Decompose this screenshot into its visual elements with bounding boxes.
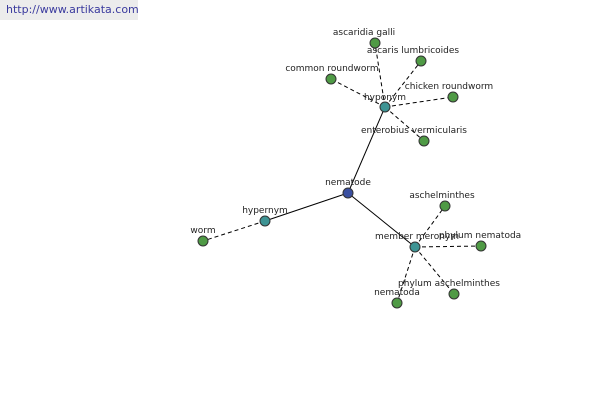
edge-member-meronym-phylum-nematoda	[414, 245, 482, 248]
label-worm[interactable]: worm	[190, 226, 215, 236]
node-hyponym[interactable]	[379, 101, 391, 113]
url-banner[interactable]: http://www.artikata.com	[0, 0, 139, 20]
label-nematode[interactable]: nematode	[325, 178, 371, 188]
graph-labels: nematode hyponym hypernym member meronym asc…	[190, 28, 521, 298]
edge-member-meronym-phylum-aschelminthes	[414, 246, 455, 295]
edge-hyponym-chicken-roundworm	[384, 96, 454, 108]
node-nematode[interactable]	[342, 187, 354, 199]
edge-hyponym-ascaris-lumbricoides	[384, 60, 422, 108]
label-common-roundworm[interactable]: common roundworm	[285, 64, 378, 74]
node-enterobius-vermicularis[interactable]	[418, 135, 430, 147]
node-ascaridia-galli[interactable]	[369, 37, 381, 49]
node-phylum-aschelminthes[interactable]	[448, 288, 460, 300]
edge-nematode-member-meronym	[347, 192, 416, 248]
node-chicken-roundworm[interactable]	[447, 91, 459, 103]
node-aschelminthes[interactable]	[439, 200, 451, 212]
node-hypernym[interactable]	[259, 215, 271, 227]
graph-nodes	[197, 37, 487, 309]
label-enterobius-vermicularis[interactable]: enterobius vermicularis	[361, 126, 467, 136]
node-member-meronym[interactable]	[409, 241, 421, 253]
node-worm[interactable]	[197, 235, 209, 247]
edge-nematode-hyponym	[347, 106, 386, 194]
label-chicken-roundworm[interactable]: chicken roundworm	[405, 82, 493, 92]
edge-nematode-hypernym	[264, 192, 349, 222]
edge-member-meronym-aschelminthes	[414, 205, 446, 248]
edge-hyponym-enterobius-vermicularis	[384, 106, 425, 142]
label-phylum-nematoda[interactable]: phylum nematoda	[439, 231, 521, 241]
node-phylum-nematoda[interactable]	[475, 240, 487, 252]
node-ascaris-lumbricoides[interactable]	[415, 55, 427, 67]
label-nematoda[interactable]: nematoda	[374, 288, 420, 298]
label-hyponym[interactable]: hyponym	[364, 93, 406, 103]
label-member-meronym[interactable]: member meronym	[375, 232, 459, 242]
edge-hyponym-ascaridia-galli	[374, 42, 386, 108]
edge-hypernym-worm	[202, 220, 266, 242]
node-nematoda[interactable]	[391, 297, 403, 309]
graph-edges	[202, 42, 482, 304]
edge-member-meronym-nematoda	[396, 246, 416, 304]
label-hypernym[interactable]: hypernym	[242, 206, 288, 216]
edge-hyponym-common-roundworm	[330, 78, 386, 108]
label-ascaridia-galli[interactable]: ascaridia galli	[333, 28, 395, 38]
label-aschelminthes[interactable]: aschelminthes	[409, 191, 475, 201]
label-ascaris-lumbricoides[interactable]: ascaris lumbricoides	[367, 46, 460, 56]
node-common-roundworm[interactable]	[325, 73, 337, 85]
label-phylum-aschelminthes[interactable]: phylum aschelminthes	[398, 279, 500, 289]
